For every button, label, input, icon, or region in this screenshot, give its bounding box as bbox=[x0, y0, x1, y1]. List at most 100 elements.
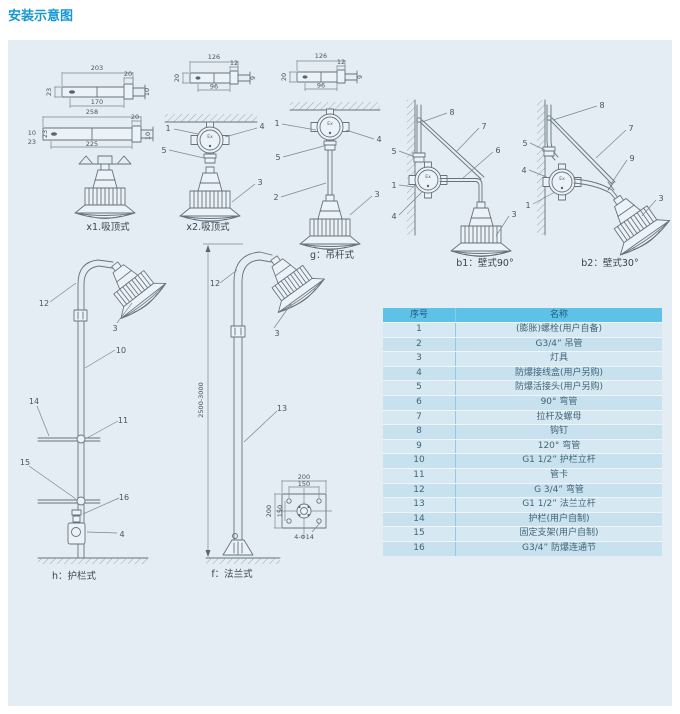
callout-h-12: 12 bbox=[39, 299, 49, 308]
callout-b1-8: 8 bbox=[449, 108, 454, 117]
dim-flange-holes: 4-Φ14 bbox=[294, 533, 314, 541]
table-row: 9 120° 弯管 bbox=[383, 438, 662, 454]
row-no-cell: 4 bbox=[383, 366, 456, 381]
row-name-cell: (膨胀)螺栓(用户自备) bbox=[515, 324, 603, 334]
callout-b2-4: 4 bbox=[521, 166, 526, 175]
callout-h-16: 16 bbox=[119, 493, 129, 502]
diagram-x1-ceiling-plate-a: 203 23 170 20 10 bbox=[45, 64, 151, 108]
diagram-x2-assembly: 1 4 5 3 bbox=[161, 114, 265, 222]
dim-p3-tab: 12 bbox=[230, 59, 238, 67]
dim-flange-wi: 150 bbox=[298, 480, 310, 488]
callout-g-2: 2 bbox=[273, 193, 278, 202]
callout-x2-4: 4 bbox=[259, 122, 264, 131]
dim-p4-tab: 12 bbox=[337, 58, 345, 66]
row-name-cell: G3/4” 防爆连通节 bbox=[522, 542, 596, 553]
row-no-cell: 15 bbox=[383, 527, 456, 541]
dim-p4-pin: 9 bbox=[356, 75, 364, 79]
row-no-cell: 5 bbox=[383, 381, 456, 395]
row-no-cell: 9 bbox=[383, 439, 456, 454]
row-no-cell: 2 bbox=[383, 337, 456, 352]
row-no-cell: 12 bbox=[383, 483, 456, 498]
dim-p4-height: 20 bbox=[280, 73, 288, 81]
row-name-cell: 防爆活接头(用户另购) bbox=[514, 382, 604, 393]
dim-p2-tab: 20 bbox=[131, 113, 139, 121]
row-no-cell: 14 bbox=[383, 512, 456, 527]
row-name-cell: G3/4” 吊管 bbox=[535, 338, 583, 349]
row-name-cell: 120° 弯管 bbox=[537, 440, 581, 451]
callout-h-15: 15 bbox=[20, 458, 30, 467]
diagram-f: 2500-3000 12 3 13 bbox=[197, 240, 328, 564]
row-name-cell: 防爆接线盒(用户另购) bbox=[514, 367, 604, 378]
header-name: 名称 bbox=[549, 310, 568, 320]
callout-h-4: 4 bbox=[119, 530, 124, 539]
callout-b1-7: 7 bbox=[481, 122, 486, 131]
table-row: 3 灯具 bbox=[383, 351, 662, 366]
callout-b1-3: 3 bbox=[511, 210, 516, 219]
row-name-cell: G 3/4” 弯管 bbox=[534, 484, 584, 495]
dim-flange-h: 200 bbox=[265, 505, 273, 517]
row-name-cell: 钩钉 bbox=[549, 426, 568, 437]
table-row: 7 拉杆及螺母 bbox=[383, 409, 662, 425]
dim-p3-pin: 9 bbox=[249, 76, 257, 80]
diagram-x1-ceiling-plate-b: 258 20 10 23 23 225 10 bbox=[28, 108, 154, 149]
table-row: 6 90° 弯管 bbox=[383, 394, 662, 410]
callout-g-4: 4 bbox=[376, 135, 381, 144]
caption-h: h：护栏式 bbox=[52, 570, 97, 582]
row-no-cell: 11 bbox=[383, 468, 456, 483]
diagram-panel: Ex 203 23 bbox=[8, 40, 672, 706]
table-row: 4 防爆接线盒(用户另购) bbox=[383, 365, 662, 381]
dim-p1-pin: 10 bbox=[143, 88, 151, 96]
caption-b2: b2：壁式30° bbox=[581, 257, 638, 269]
page-title: 安装示意图 bbox=[8, 9, 74, 24]
dim-p1-height: 23 bbox=[45, 88, 53, 96]
dim-p2-edge: 23 bbox=[41, 130, 49, 138]
row-no-cell: 6 bbox=[383, 395, 456, 410]
dim-p3-height: 20 bbox=[173, 74, 181, 82]
dim-p1-top: 203 bbox=[91, 64, 103, 72]
row-no-cell: 3 bbox=[383, 352, 456, 366]
parts-table-header: 序号 名称 bbox=[383, 308, 662, 322]
row-no-cell: 13 bbox=[383, 498, 456, 512]
callout-b2-3: 3 bbox=[658, 194, 663, 203]
callout-b2-5: 5 bbox=[522, 139, 527, 148]
diagram-b1: 8 7 5 1 6 4 3 bbox=[391, 99, 517, 257]
callout-f-13: 13 bbox=[277, 404, 287, 413]
callout-b1-5: 5 bbox=[391, 147, 396, 156]
callout-b1-4: 4 bbox=[391, 212, 396, 221]
callout-b2-7: 7 bbox=[628, 124, 633, 133]
row-no-cell: 7 bbox=[383, 410, 456, 425]
dim-p2-top: 258 bbox=[86, 108, 98, 116]
dim-p2-bottom: 225 bbox=[86, 140, 98, 148]
table-row: 5 防爆活接头(用户另购) bbox=[383, 380, 662, 395]
callout-b1-6: 6 bbox=[495, 146, 500, 155]
caption-b1: b1：壁式90° bbox=[456, 257, 513, 269]
row-name-cell: 拉杆及螺母 bbox=[536, 411, 582, 422]
diagram-x1-lamp bbox=[74, 155, 136, 219]
dim-p3-top: 126 bbox=[208, 53, 220, 61]
dim-p4-bottom: 96 bbox=[317, 82, 325, 90]
callout-f-12: 12 bbox=[210, 279, 220, 288]
row-name-cell: 灯具 bbox=[549, 353, 568, 364]
row-no-cell: 8 bbox=[383, 425, 456, 439]
dim-pole-height: 2500-3000 bbox=[197, 382, 205, 417]
dim-p1-tab: 20 bbox=[124, 70, 132, 78]
dim-p1-bottom: 170 bbox=[91, 98, 103, 106]
dim-p2-off1: 10 bbox=[28, 129, 36, 137]
callout-b1-1: 1 bbox=[391, 181, 396, 190]
table-row: 12 G 3/4” 弯管 bbox=[383, 482, 662, 498]
caption-g: g：吊杆式 bbox=[310, 249, 355, 261]
diagram-f-flange-detail: 200 150 200 150 4-Φ14 bbox=[265, 473, 332, 541]
dim-p2-off2: 23 bbox=[28, 138, 36, 146]
callout-h-3: 3 bbox=[112, 324, 117, 333]
row-name-cell: 90° 弯管 bbox=[540, 396, 578, 407]
dim-p3-bottom: 96 bbox=[210, 83, 218, 91]
callout-b2-8: 8 bbox=[599, 101, 604, 110]
dim-p4-top: 126 bbox=[315, 52, 327, 60]
dim-flange-w: 200 bbox=[298, 473, 310, 481]
table-row: 2 G3/4” 吊管 bbox=[383, 336, 662, 352]
row-name-cell: 管卡 bbox=[549, 469, 568, 480]
